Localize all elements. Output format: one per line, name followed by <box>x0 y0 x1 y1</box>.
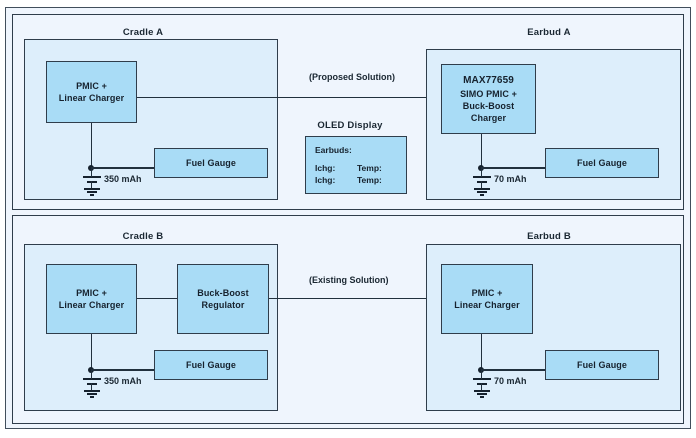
region-label-cradle-a: Cradle A <box>122 27 164 38</box>
block-earbud-a-max77659[interactable]: MAX77659 SIMO PMIC + Buck-Boost Charger <box>441 64 536 134</box>
block-cradle-b-pmic-line1: PMIC + <box>76 288 107 298</box>
block-earbud-b-fuel-gauge[interactable]: Fuel Gauge <box>545 350 659 380</box>
ground-symbol-cradle-b <box>83 390 100 398</box>
wire-earbud-a-battery-bottom <box>481 181 483 189</box>
wire-cradle-b-node-to-fuel-gauge <box>91 369 154 371</box>
block-cradle-a-pmic-line2: Linear Charger <box>58 93 125 103</box>
block-cradle-b-regulator-line1: Buck-Boost <box>197 288 249 298</box>
block-cradle-b-pmic-line2: Linear Charger <box>58 300 125 310</box>
block-earbud-b-fuel-gauge-label: Fuel Gauge <box>576 360 627 370</box>
wire-cradle-b-to-earbud-b <box>269 298 434 300</box>
region-label-cradle-b: Cradle B <box>122 231 164 242</box>
block-earbud-a-fuel-gauge[interactable]: Fuel Gauge <box>545 148 659 178</box>
battery-label-earbud-b: 70 mAh <box>494 376 527 386</box>
region-label-earbud-b: Earbud B <box>527 231 571 242</box>
block-cradle-b-regulator-line2: Regulator <box>201 300 245 310</box>
oled-row-2-temp: Temp: <box>357 175 382 185</box>
wire-cradle-b-pmic-to-regulator <box>137 298 183 300</box>
wire-cradle-b-battery-bottom <box>91 383 93 391</box>
block-earbud-b-pmic-line2: Linear Charger <box>454 300 520 310</box>
wire-cradle-a-pmic-to-battery <box>91 123 93 168</box>
block-earbud-a-chip-line1: SIMO PMIC + <box>460 88 517 99</box>
block-earbud-b-pmic-line1: PMIC + <box>471 288 503 298</box>
oled-row-header: Earbuds: <box>315 144 406 156</box>
flow-label-existing-solution: (Existing Solution) <box>309 275 389 285</box>
oled-row-1-temp: Temp: <box>357 163 382 173</box>
block-cradle-a-fuel-gauge-label: Fuel Gauge <box>185 158 236 168</box>
block-cradle-a-pmic[interactable]: PMIC + Linear Charger <box>46 61 137 123</box>
oled-row-2-ichg: Ichg: <box>315 175 336 185</box>
wire-earbud-a-battery-top <box>481 168 483 177</box>
wire-earbud-a-node-to-fuel-gauge <box>481 167 545 169</box>
wire-cradle-b-battery-top <box>91 370 93 379</box>
wire-earbud-b-node-to-fuel-gauge <box>481 369 545 371</box>
block-cradle-b-pmic[interactable]: PMIC + Linear Charger <box>46 264 137 334</box>
oled-row-2: Ichg: Temp: <box>315 174 406 186</box>
panel-proposed-solution: Cradle A PMIC + Linear Charger <box>12 14 684 210</box>
wire-earbud-b-battery-top <box>481 370 483 379</box>
flow-label-proposed-solution: (Proposed Solution) <box>309 72 395 82</box>
oled-row-1-ichg: Ichg: <box>315 163 336 173</box>
oled-row-1: Ichg: Temp: <box>315 162 406 174</box>
region-label-earbud-a: Earbud A <box>527 27 571 38</box>
block-cradle-b-buck-boost-regulator[interactable]: Buck-Boost Regulator <box>177 264 269 334</box>
wire-earbud-b-battery-bottom <box>481 383 483 391</box>
battery-label-earbud-a: 70 mAh <box>494 174 527 184</box>
panel-existing-solution: Cradle B PMIC + Linear Charger Buck-Boos… <box>12 215 684 424</box>
ground-symbol-earbud-a <box>473 188 490 196</box>
wire-earbud-b-pmic-to-battery <box>481 334 483 370</box>
wire-cradle-a-node-to-fuel-gauge <box>91 167 154 169</box>
diagram-outer-frame: Cradle A PMIC + Linear Charger <box>5 7 691 429</box>
oled-display-label: OLED Display <box>317 120 383 131</box>
block-cradle-b-fuel-gauge[interactable]: Fuel Gauge <box>154 350 268 380</box>
wire-earbud-a-chip-to-battery <box>481 134 483 168</box>
block-earbud-a-chip-line3: Charger <box>470 112 507 123</box>
wire-cradle-a-to-earbud-a <box>137 97 434 99</box>
block-earbud-b-pmic[interactable]: PMIC + Linear Charger <box>441 264 533 334</box>
ground-symbol-cradle-a <box>83 188 100 196</box>
wire-cradle-a-battery-top <box>91 168 93 177</box>
ground-symbol-earbud-b <box>473 390 490 398</box>
wire-cradle-a-battery-bottom <box>91 181 93 189</box>
oled-header-label: Earbuds: <box>315 145 352 155</box>
block-earbud-a-chip-line2: Buck-Boost <box>462 100 515 111</box>
battery-label-cradle-a: 350 mAh <box>104 174 142 184</box>
block-earbud-a-fuel-gauge-label: Fuel Gauge <box>576 158 627 168</box>
block-earbud-a-part-number: MAX77659 <box>463 74 514 86</box>
wire-cradle-b-pmic-to-battery <box>91 334 93 370</box>
oled-display-panel[interactable]: Earbuds: Ichg: Temp: Ichg: Temp: <box>305 136 407 194</box>
battery-label-cradle-b: 350 mAh <box>104 376 142 386</box>
block-cradle-b-fuel-gauge-label: Fuel Gauge <box>185 360 236 370</box>
block-cradle-a-fuel-gauge[interactable]: Fuel Gauge <box>154 148 268 178</box>
block-cradle-a-pmic-line1: PMIC + <box>76 81 107 91</box>
